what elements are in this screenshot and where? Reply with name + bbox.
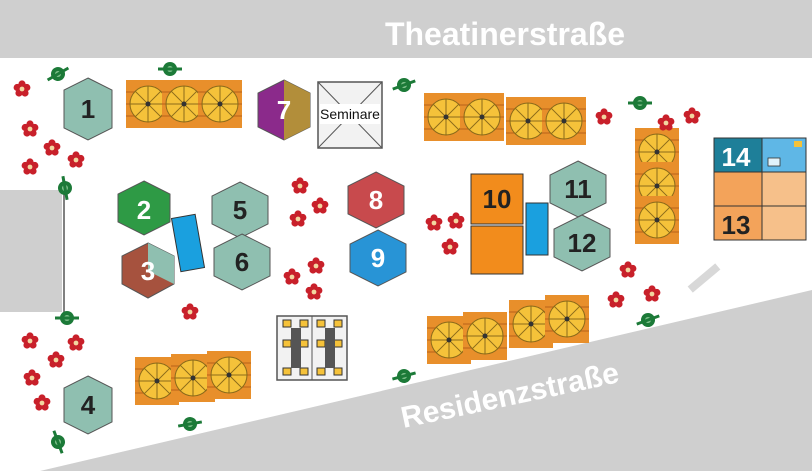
table-blue-right xyxy=(525,202,549,256)
svg-text:1: 1 xyxy=(81,94,95,124)
svg-text:5: 5 xyxy=(233,195,247,225)
svg-text:9: 9 xyxy=(371,243,385,273)
seminar-tent: Seminare xyxy=(317,81,383,149)
booth-4[interactable]: 4 xyxy=(63,375,113,435)
svg-text:13: 13 xyxy=(722,210,751,240)
booth-5[interactable]: 5 xyxy=(211,181,269,239)
booth-12[interactable]: 12 xyxy=(553,214,611,272)
svg-text:7: 7 xyxy=(277,95,291,125)
booth-2[interactable]: 2 xyxy=(117,180,171,236)
booth-8[interactable]: 8 xyxy=(347,171,405,229)
seminar-label: Seminare xyxy=(320,106,380,122)
theatinerstrasse-street xyxy=(0,0,812,58)
svg-text:10: 10 xyxy=(483,184,512,214)
booth-3[interactable]: 3 xyxy=(121,242,175,299)
booth-6[interactable]: 6 xyxy=(213,233,271,291)
table-blue-left xyxy=(170,213,206,273)
svg-text:2: 2 xyxy=(137,195,151,225)
booth-9[interactable]: 9 xyxy=(349,229,407,287)
svg-text:8: 8 xyxy=(369,185,383,215)
svg-text:6: 6 xyxy=(235,247,249,277)
svg-text:3: 3 xyxy=(141,256,155,286)
svg-text:14: 14 xyxy=(722,142,751,172)
stage-benches xyxy=(276,315,348,381)
booth-13[interactable]: 13 xyxy=(713,171,807,241)
theatinerstrasse-label: Theatinerstraße xyxy=(385,16,625,52)
booth-14[interactable]: 14 xyxy=(713,137,807,173)
booth-7[interactable]: 7 xyxy=(257,79,311,141)
barrier xyxy=(687,263,721,293)
booth-10[interactable]: 10 xyxy=(470,173,524,275)
svg-text:4: 4 xyxy=(81,390,96,420)
svg-text:12: 12 xyxy=(568,228,597,258)
residenzstrasse-street xyxy=(40,290,812,471)
booth-1[interactable]: 1 xyxy=(63,77,113,141)
booth-11[interactable]: 11 xyxy=(549,160,607,218)
svg-text:11: 11 xyxy=(564,174,592,204)
west-passage xyxy=(0,190,62,312)
